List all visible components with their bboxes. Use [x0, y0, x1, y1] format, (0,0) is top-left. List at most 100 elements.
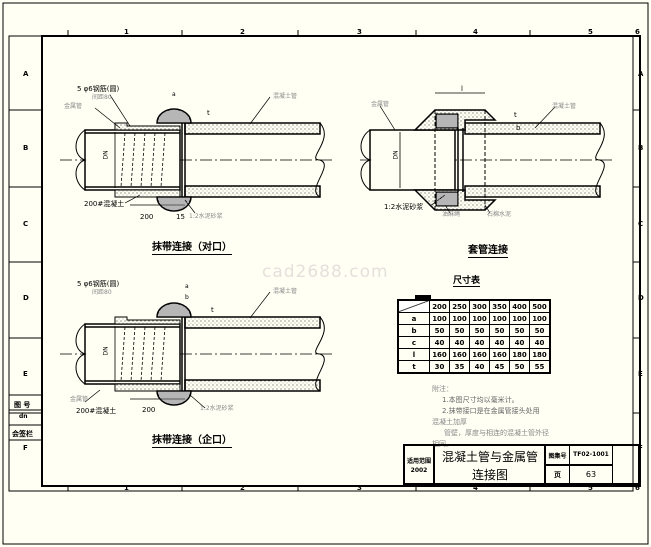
pipe-break — [75, 129, 87, 191]
notes-heading: 附注： — [432, 385, 453, 393]
column-label: 4 — [473, 28, 478, 36]
table-cell: 40 — [469, 360, 490, 374]
table-cell: 50 — [449, 324, 470, 337]
side-label-dn: dn — [19, 413, 28, 420]
mortar-label-3: 1:2水泥砂浆 — [200, 405, 234, 412]
side-label-drawing-no: 图 号 — [14, 401, 31, 409]
oakum-label: 油麻绳 — [442, 211, 461, 218]
table-cell: 40 — [509, 336, 530, 349]
dim-t-2: t — [514, 111, 517, 119]
header-cell: 500 — [529, 299, 551, 313]
row-label: D — [23, 294, 29, 302]
concrete-pipe-wall — [184, 379, 321, 392]
row-label: F — [638, 444, 643, 452]
leader-line — [109, 94, 131, 127]
mortar-band — [156, 390, 192, 406]
table-cell: 160 — [429, 348, 450, 361]
row-label: C — [638, 220, 643, 228]
table-cell: 160 — [489, 348, 510, 361]
table-cell: 50 — [509, 360, 530, 374]
dn-label-1: DN — [102, 150, 110, 160]
divider — [544, 446, 546, 483]
row-label: l — [397, 348, 430, 361]
inner-frame — [41, 35, 641, 487]
concrete-collar — [114, 316, 181, 325]
mortar-band — [156, 108, 192, 124]
detail2-caption: 套管连接 — [468, 245, 508, 258]
dim-t-3: t — [211, 306, 214, 314]
metal-pipe-label-3: 金属管 — [70, 396, 89, 403]
table-cell: 100 — [449, 312, 470, 325]
leader-line — [249, 96, 271, 125]
rebar-spiral — [130, 326, 136, 382]
leader-line — [124, 194, 141, 204]
table-cell: 45 — [489, 360, 510, 374]
title-block: 适用范围 2002 混凝土管与金属管 连接图 图集号 TF02-1001 页 6… — [403, 444, 640, 485]
header-cell: 300 — [469, 299, 490, 313]
table-cell: 160 — [449, 348, 470, 361]
drawing-title-line2: 连接图 — [471, 468, 508, 482]
row-label: c — [397, 336, 430, 349]
mortar-label-2: 1:2水泥砂浆 — [384, 203, 424, 211]
column-label: 3 — [357, 28, 362, 36]
pipe-break — [315, 316, 325, 392]
column-label: 5 — [588, 28, 593, 36]
pipe-break — [595, 122, 605, 198]
spacing-label-3: 间距80 — [92, 289, 112, 296]
column-label: 5 — [588, 484, 593, 492]
scope-label: 适用范围 — [406, 458, 431, 465]
pipe-break — [75, 323, 87, 385]
concrete-pipe-wall — [184, 316, 321, 329]
asbestos-label: 石棉水泥 — [487, 211, 512, 218]
leader-line — [534, 106, 556, 129]
table-cell: 50 — [529, 324, 551, 337]
column-label: 6 — [635, 484, 640, 492]
spacing-label-1: 间距80 — [92, 94, 112, 101]
column-label: 3 — [357, 484, 362, 492]
table-cell: 100 — [509, 312, 530, 325]
table-cell: 40 — [489, 336, 510, 349]
row-label: D — [638, 294, 644, 302]
leader-line — [184, 199, 196, 214]
pipe-break — [315, 122, 325, 198]
dim-l-2: l — [461, 85, 463, 93]
table-cell: 40 — [469, 336, 490, 349]
column-label: 1 — [124, 484, 129, 492]
table-cell: 55 — [529, 360, 551, 374]
note-line: 管壁，厚度与相连的混凝土管外径 — [444, 429, 549, 437]
concrete-pipe-wall — [184, 122, 321, 135]
column-label: 2 — [240, 28, 245, 36]
notes: 附注： 1.本图尺寸均以毫米计。 2.抹带接口是在金属管接头处用 混凝土加厚 管… — [432, 384, 549, 450]
rebar-spiral — [130, 132, 136, 188]
concrete-pipe-wall — [184, 185, 321, 198]
leader-line — [84, 389, 101, 403]
table-cell: 50 — [429, 324, 450, 337]
note-line: 1.本图尺寸均以毫米计。 — [442, 396, 519, 404]
atlas-label: 图集号 — [548, 453, 567, 460]
metal-pipe — [84, 323, 181, 385]
concrete-collar — [114, 383, 181, 392]
header-cell: 250 — [449, 299, 470, 313]
row-label: B — [638, 144, 643, 152]
row-label: a — [397, 312, 430, 325]
metal-pipe-label-1: 金属管 — [64, 103, 83, 110]
leader-line — [444, 204, 451, 214]
column-label: 4 — [473, 484, 478, 492]
table-corner-cell — [397, 299, 430, 313]
table-cell: 100 — [529, 312, 551, 325]
table-cell: 180 — [529, 348, 551, 361]
column-label: 1 — [124, 28, 129, 36]
leader-line — [94, 107, 121, 129]
page-number: 63 — [585, 470, 597, 479]
table-cell: 40 — [449, 336, 470, 349]
mortar-band — [156, 196, 192, 212]
dim-t-1: t — [207, 109, 210, 117]
divider — [612, 446, 613, 483]
dn-label-3: DN — [102, 346, 110, 356]
header-cell: 200 — [429, 299, 450, 313]
rebar-spiral — [140, 326, 146, 382]
metal-pipe-label-2: 金属管 — [371, 101, 390, 108]
